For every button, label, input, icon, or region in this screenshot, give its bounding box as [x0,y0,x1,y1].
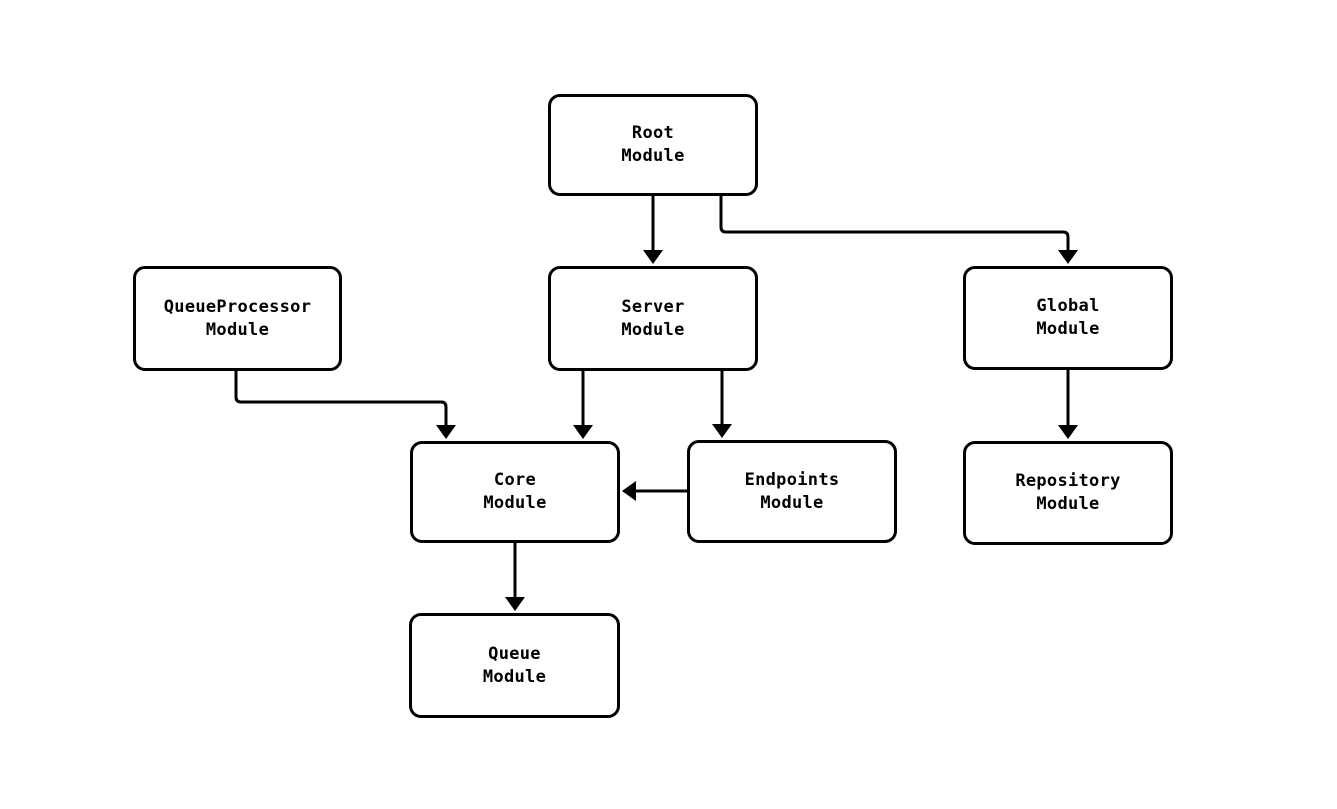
arrowhead [573,425,593,439]
edge-queueprocessor-to-core [234,371,456,439]
node-global[interactable]: Global Module [963,266,1173,370]
edge-core-to-queue [505,543,525,611]
arrowhead [622,481,636,501]
node-repository[interactable]: Repository Module [963,441,1173,545]
node-label-queueprocessor: QueueProcessor Module [163,296,312,340]
node-label-global: Global Module [1036,296,1100,339]
node-queue[interactable]: Queue Module [409,613,620,718]
arrowhead [436,425,456,439]
node-endpoints[interactable]: Endpoints Module [687,440,897,543]
node-label-root: Root Module [621,123,685,166]
arrowhead [712,424,732,438]
node-label-server: Server Module [621,296,685,340]
node-core[interactable]: Core Module [410,441,620,543]
edge-server-to-endpoints [712,371,732,438]
node-label-endpoints: Endpoints Module [744,469,840,513]
arrowhead [1058,425,1078,439]
node-label-queue: Queue Module [482,643,547,687]
node-queueprocessor[interactable]: QueueProcessor Module [133,266,342,371]
arrowhead [505,597,525,611]
edge-root-to-global [719,196,1078,264]
edge-root-to-server [643,196,663,264]
node-label-repository: Repository Module [1015,471,1121,514]
edge-server-to-core [573,371,593,439]
node-label-core: Core Module [483,470,547,513]
edge-endpoints-to-core [622,481,687,501]
node-root[interactable]: Root Module [548,94,758,196]
edge-global-to-repository [1058,370,1078,439]
node-server[interactable]: Server Module [548,266,758,371]
arrowhead [1058,250,1078,264]
arrowhead [643,250,663,264]
